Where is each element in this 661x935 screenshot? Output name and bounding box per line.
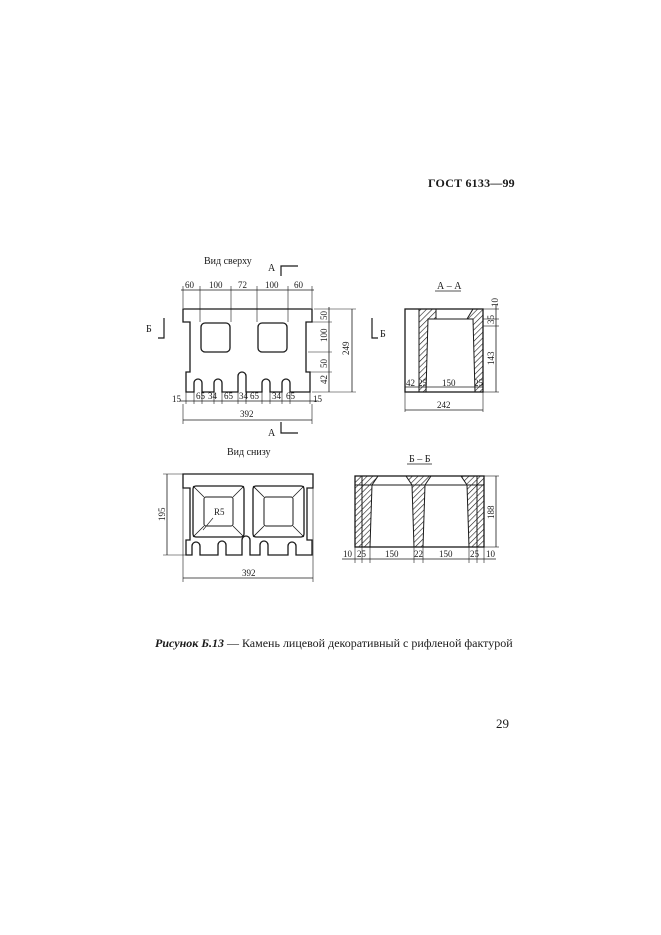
dim-right-0: 50	[319, 311, 329, 321]
bottom-view: Вид снизу R5 195 392	[157, 447, 314, 582]
top-view-title: Вид сверху	[204, 256, 252, 267]
dim-bottom-8: 15	[313, 394, 323, 404]
section-bb-wall-middle	[405, 475, 432, 548]
section-aa-dim-right-2: 143	[486, 351, 496, 365]
section-bb-outer-right	[476, 475, 485, 548]
section-aa-dim-bottom-3: 25	[474, 378, 484, 388]
section-aa-dim-bottom-1: 25	[418, 378, 428, 388]
dim-bottom-small-1: 34	[272, 391, 282, 401]
section-bb: Б – Б 188 10 25 150 22 150 25 10	[342, 454, 499, 563]
bottom-view-cell-right-outer	[252, 485, 305, 538]
section-bb-dim-2: 150	[385, 549, 399, 559]
document-code: ГОСТ 6133—99	[428, 176, 515, 190]
dim-bottom-3: 34	[239, 391, 249, 401]
section-mark-a-bottom: А	[268, 428, 276, 439]
dim-bottom-0: 15	[172, 394, 182, 404]
section-bb-wall-right	[460, 475, 478, 548]
dim-top-4: 60	[294, 280, 304, 290]
top-view-void-right	[257, 322, 288, 353]
dim-bottom-1: 65	[196, 391, 206, 401]
dim-right-2: 50	[319, 359, 329, 369]
section-bb-dim-4: 150	[439, 549, 453, 559]
top-view: Вид сверху А А Б Б 60 100 72 100 60	[146, 256, 386, 439]
page-number: 29	[496, 716, 509, 731]
section-bb-dim-0: 10	[343, 549, 353, 559]
section-aa-dim-bottom-2: 150	[442, 378, 456, 388]
section-arrow-b-left	[158, 318, 165, 339]
bottom-view-outline	[182, 473, 314, 556]
dim-top-2: 72	[238, 280, 247, 290]
section-bb-outer-left	[354, 475, 363, 548]
section-mark-a-top: А	[268, 263, 276, 274]
section-bb-wall-left	[361, 475, 379, 548]
figure-caption-text: Камень лицевой декоративный с рифленой ф…	[241, 636, 513, 650]
dim-right-3: 42	[319, 375, 329, 384]
section-bb-dim-1: 25	[357, 549, 367, 559]
dim-bottom-4: 65	[250, 391, 260, 401]
dim-bottom-2: 65	[224, 391, 234, 401]
section-bb-dim-height: 188	[486, 505, 496, 519]
bottom-view-dim-total: 392	[242, 568, 256, 578]
top-view-outline	[182, 308, 313, 393]
bottom-view-cell-left-outer	[192, 485, 245, 538]
section-arrow-b-right	[371, 318, 378, 339]
top-view-void-left	[200, 322, 231, 353]
section-aa: А – А 35 10 143 42 25 150 25 242	[404, 281, 500, 412]
section-aa-dim-total: 242	[437, 400, 451, 410]
section-arrow-a-bottom	[280, 422, 298, 434]
section-aa-dim-right-0: 35	[486, 315, 496, 325]
dim-top-1: 100	[209, 280, 223, 290]
section-bb-title: Б – Б	[409, 454, 431, 465]
bottom-view-dim-height: 195	[157, 507, 167, 521]
section-bb-dim-6: 10	[486, 549, 496, 559]
dim-bottom-7: 65	[286, 391, 296, 401]
section-aa-title: А – А	[437, 281, 462, 292]
figure-caption-dash: —	[223, 636, 242, 650]
section-bb-dim-3: 22	[414, 549, 423, 559]
section-aa-dim-right-1: 10	[490, 298, 500, 308]
dim-top-3: 100	[265, 280, 279, 290]
bottom-view-cell-left-inner	[203, 496, 234, 527]
bottom-view-cell-right-inner	[263, 496, 294, 527]
section-bb-dim-5: 25	[470, 549, 480, 559]
dim-height-249: 249	[341, 341, 351, 355]
section-mark-b-left: Б	[146, 324, 152, 335]
section-aa-dim-bottom-0: 42	[406, 378, 415, 388]
figure-caption-number: Рисунок Б.13	[155, 636, 224, 650]
dim-right-1: 100	[319, 328, 329, 342]
dim-total-392-top: 392	[240, 409, 254, 419]
figure-caption: Рисунок Б.13 — Камень лицевой декоративн…	[155, 636, 513, 651]
section-mark-b-right: Б	[380, 329, 386, 340]
dim-bottom-small-0: 34	[208, 391, 218, 401]
radius-label: R5	[214, 507, 225, 517]
section-arrow-a-top	[280, 265, 298, 276]
dim-top-0: 60	[185, 280, 195, 290]
bottom-view-title: Вид снизу	[227, 447, 271, 458]
